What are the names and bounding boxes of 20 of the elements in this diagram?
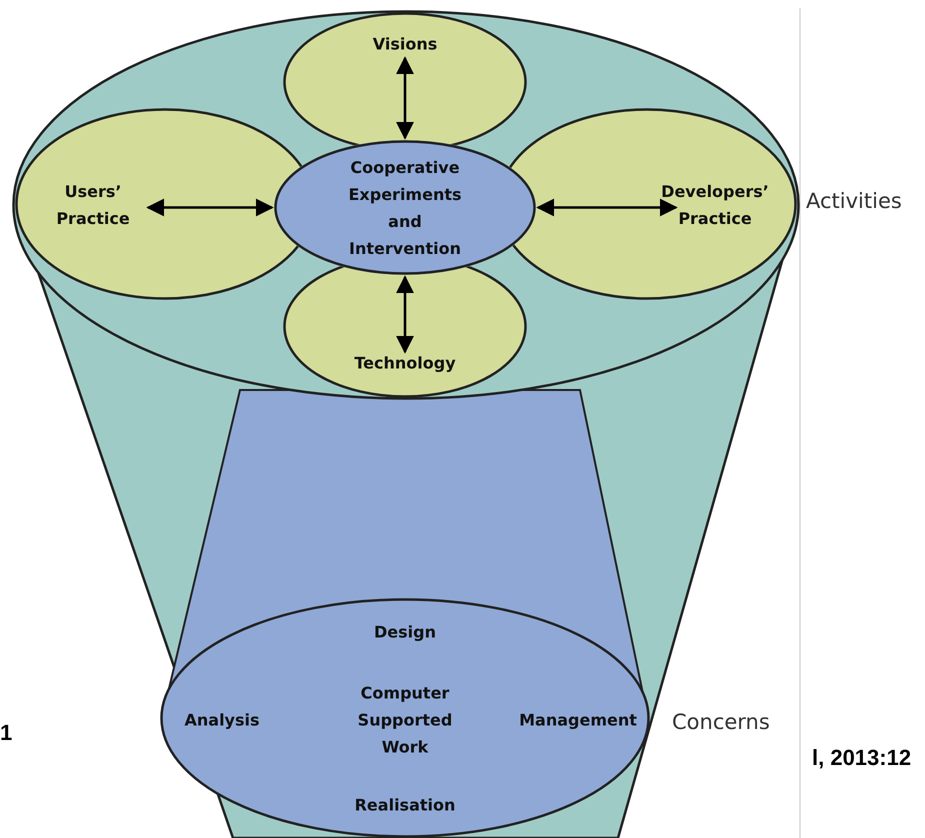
node-label: Design xyxy=(374,622,436,644)
node-label: Technology xyxy=(354,352,456,374)
page-fragment-text: 1 xyxy=(0,720,12,746)
page-fragment-text: l, 2013:12 xyxy=(812,745,912,771)
node-label: Realisation xyxy=(354,794,456,816)
node-label: Developers’ Practice xyxy=(661,181,769,230)
concerns-ellipse xyxy=(160,598,650,838)
node-label: Management xyxy=(519,710,637,732)
double-arrow xyxy=(396,56,414,140)
level-label: Concerns xyxy=(672,710,770,734)
node-label: Computer Supported Work xyxy=(358,682,452,758)
node-label: Cooperative Experiments and Intervention xyxy=(348,157,462,260)
level-label: Activities xyxy=(806,189,902,213)
double-arrow xyxy=(146,198,274,216)
activities-ellipse xyxy=(12,10,800,400)
node-label: Users’ Practice xyxy=(56,181,130,230)
double-arrow xyxy=(396,275,414,354)
node-label: Analysis xyxy=(184,710,260,732)
node-label: Visions xyxy=(372,34,438,56)
double-arrow xyxy=(536,198,678,216)
